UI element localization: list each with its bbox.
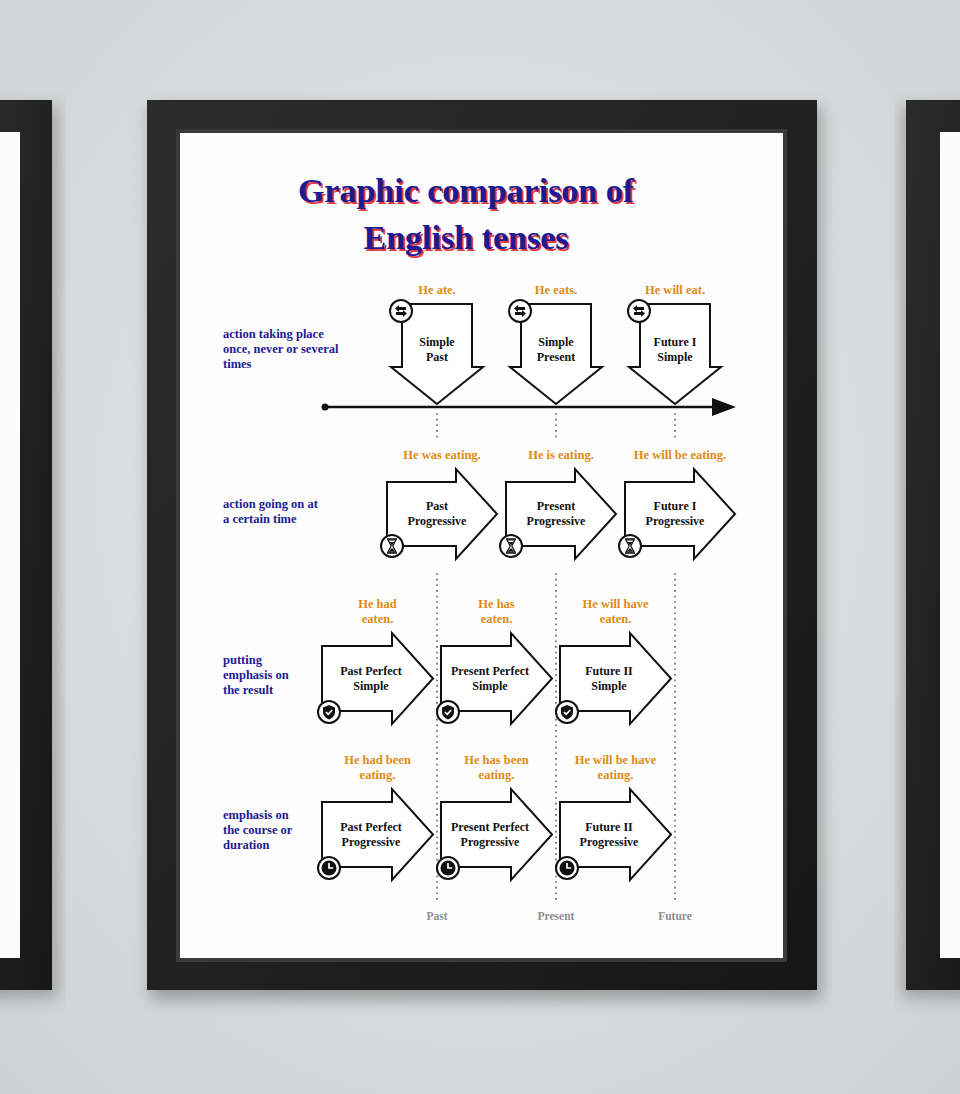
tense-arrow: He had been eating.Past Perfect Progress… xyxy=(321,788,434,881)
shield-icon xyxy=(556,701,578,723)
time-axis-label: Past xyxy=(397,909,477,923)
tense-arrow: He has eaten.Present Perfect Simple xyxy=(440,632,553,725)
tense-name: Past Perfect Simple xyxy=(327,664,415,694)
tense-arrow: He ate.Simple Past xyxy=(390,303,484,405)
frame-bevel xyxy=(176,129,787,962)
example-sentence: He will eat. xyxy=(645,283,705,298)
tense-arrow: He will be eating.Future I Progressive xyxy=(624,468,736,560)
tense-name: Past Perfect Progressive xyxy=(327,820,415,850)
example-sentence: He had been eating. xyxy=(335,753,420,783)
hourglass-icon xyxy=(619,535,641,557)
time-axis-label: Present xyxy=(516,909,596,923)
tense-arrow: He eats.Simple Present xyxy=(509,303,603,405)
tense-name: Future I Simple xyxy=(645,335,705,365)
poster-paper xyxy=(180,133,783,958)
picture-frame xyxy=(147,100,817,990)
timeline-arrowhead xyxy=(712,398,736,416)
time-axis-label: Future xyxy=(635,909,715,923)
hourglass-icon xyxy=(381,535,403,557)
timeline xyxy=(325,406,716,409)
tense-name: Present Perfect Simple xyxy=(440,664,540,694)
tense-arrow: He will eat.Future I Simple xyxy=(628,303,722,405)
picture-frame xyxy=(906,100,960,990)
tense-arrow: He has been eating.Present Perfect Progr… xyxy=(440,788,553,881)
shield-icon xyxy=(318,701,340,723)
row-description: action taking place once, never or sever… xyxy=(223,327,341,372)
tense-name: Future II Simple xyxy=(569,664,649,694)
frame-mat xyxy=(0,132,20,958)
tense-name: Simple Past xyxy=(407,335,467,365)
tense-arrow: He will have eaten.Future II Simple xyxy=(559,632,672,725)
swap-icon xyxy=(509,300,531,322)
example-sentence: He will be eating. xyxy=(634,448,726,463)
tense-arrow: He had eaten.Past Perfect Simple xyxy=(321,632,434,725)
row-description: action going on at a certain time xyxy=(223,497,325,527)
example-sentence: He was eating. xyxy=(403,448,480,463)
tense-name: Present Progressive xyxy=(516,499,596,529)
example-sentence: He had eaten. xyxy=(348,597,408,627)
tense-name: Past Progressive xyxy=(397,499,477,529)
tense-arrow: He is eating.Present Progressive xyxy=(505,468,617,560)
tense-arrow: He was eating.Past Progressive xyxy=(386,468,498,560)
clock-icon xyxy=(437,857,459,879)
example-sentence: He ate. xyxy=(418,283,455,298)
tense-arrow: He will be have eating.Future II Progres… xyxy=(559,788,672,881)
poster-title: Graphic comparison of English tenses xyxy=(296,167,636,261)
picture-frame xyxy=(0,100,52,990)
clock-icon xyxy=(556,857,578,879)
frame-mat xyxy=(940,132,960,958)
example-sentence: He eats. xyxy=(535,283,577,298)
swap-icon xyxy=(390,300,412,322)
tense-name: Simple Present xyxy=(526,335,586,365)
tense-name: Present Perfect Progressive xyxy=(440,820,540,850)
clock-icon xyxy=(318,857,340,879)
tense-name: Future I Progressive xyxy=(635,499,715,529)
row-description: emphasis on the course or duration xyxy=(223,808,305,853)
timeline-start xyxy=(322,404,329,411)
hourglass-icon xyxy=(500,535,522,557)
row-description: putting emphasis on the result xyxy=(223,653,301,698)
example-sentence: He is eating. xyxy=(528,448,594,463)
swap-icon xyxy=(628,300,650,322)
example-sentence: He has been eating. xyxy=(454,753,539,783)
example-sentence: He will have eaten. xyxy=(576,597,656,627)
example-sentence: He will be have eating. xyxy=(566,753,666,783)
frame-shadow xyxy=(150,108,822,1000)
shield-icon xyxy=(437,701,459,723)
example-sentence: He has eaten. xyxy=(467,597,527,627)
tense-name: Future II Progressive xyxy=(569,820,649,850)
